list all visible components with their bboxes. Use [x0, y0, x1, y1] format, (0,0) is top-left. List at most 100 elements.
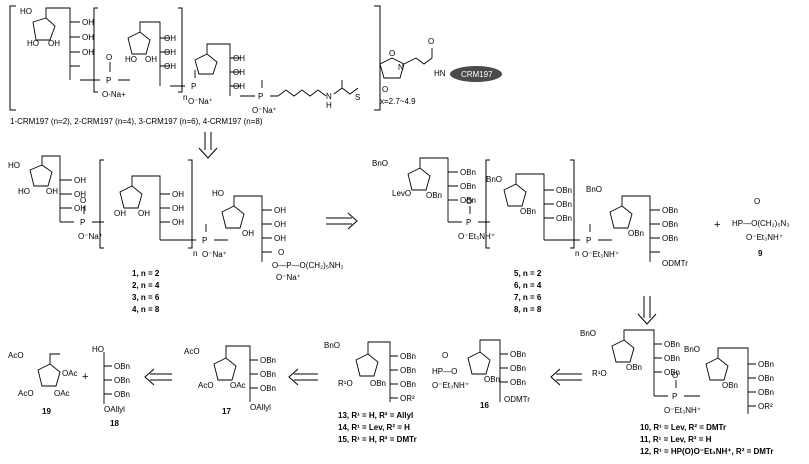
- top-linker-n: N: [326, 92, 332, 101]
- r2l-oh-10: OH: [242, 229, 254, 238]
- c10-p-et3nh: O⁻Et₃NH⁺: [664, 406, 701, 415]
- r2l-list-1: 1, n = 2: [132, 269, 160, 278]
- r2l-oh-11: OH: [274, 206, 286, 215]
- r2l-list-2: 2, n = 4: [132, 281, 160, 290]
- r2r-bno-2: BnO: [486, 175, 502, 184]
- c17-obn-2: OBn: [260, 370, 276, 379]
- r2l-p-o: O: [80, 196, 86, 205]
- r2l-oh-8: OH: [172, 204, 184, 213]
- c18-oallyl: OAllyl: [104, 405, 125, 414]
- top-amide-o: O: [428, 37, 434, 46]
- c10-obn-6: OBn: [758, 360, 774, 369]
- c10-r1o: R¹O: [592, 369, 607, 378]
- top-oh-f: OH: [164, 62, 176, 71]
- top-oh-e: OH: [164, 48, 176, 57]
- top-p-o: O: [106, 53, 112, 62]
- r2r-p: P: [466, 218, 471, 227]
- top-oh-c: OH: [82, 48, 94, 57]
- r2r-obn-8: OBn: [556, 214, 572, 223]
- top-oh-d: OH: [164, 34, 176, 43]
- top-p2-ona: O⁻Na⁺: [188, 97, 213, 106]
- r2r-obn-2: OBn: [460, 168, 476, 177]
- r2l-list-3: 3, n = 6: [132, 293, 160, 302]
- reagent-9-salt: O⁻Et₃NH⁺: [746, 233, 783, 242]
- c18-obn-3: OBn: [114, 390, 130, 399]
- r2r-odmtr: ODMTr: [662, 259, 688, 268]
- c13-r1o: R¹O: [338, 379, 353, 388]
- c10-or2: OR²: [758, 402, 773, 411]
- c16-obn-3: OBn: [510, 364, 526, 373]
- top-succ-o2: O: [382, 85, 388, 94]
- r2l-oh-6: OH: [138, 209, 150, 218]
- crm197-label: CRM197: [461, 70, 493, 79]
- c10-obn-7: OBn: [758, 374, 774, 383]
- top-oh-b: OH: [82, 33, 94, 42]
- c16-obn-4: OBn: [510, 378, 526, 387]
- c10-obn-1: OBn: [626, 363, 642, 372]
- c18-number: 18: [110, 419, 119, 428]
- c19-aco-2: AcO: [18, 389, 34, 398]
- c10-obn-3: OBn: [664, 354, 680, 363]
- c13-list-3: 15, R¹ = H, R² = DMTr: [338, 435, 417, 444]
- r2r-bno-3: BnO: [586, 185, 602, 194]
- top-oh-ring: OH: [48, 39, 60, 48]
- top-n: n: [183, 93, 187, 102]
- c17-number: 17: [222, 407, 231, 416]
- c17-aco-2: AcO: [198, 381, 214, 390]
- c10-obn-4: OBn: [664, 368, 680, 377]
- reagent-9-number: 9: [758, 249, 763, 258]
- c10-obn-8: OBn: [758, 388, 774, 397]
- top-oh-r2a: HO: [125, 55, 137, 64]
- r2l-oh-12: OH: [274, 220, 286, 229]
- repeat-bracket-close: [178, 7, 183, 93]
- c19-oac-1: OAc: [62, 369, 78, 378]
- c10-bno-2: BnO: [684, 345, 700, 354]
- c13-obn-1: OBn: [370, 379, 386, 388]
- top-oh-i: OH: [233, 82, 245, 91]
- r2l-oh-1: OH: [46, 187, 58, 196]
- r2l-oh-9: OH: [172, 218, 184, 227]
- compounds-10-12: BnO R¹O OBn OBn OBn OBn O P O⁻Et₃NH⁺ BnO…: [580, 329, 774, 456]
- c10-list-3: 12, R¹ = HP(O)O⁻Et₃NH⁺, R² = DMTr: [640, 447, 774, 456]
- compounds-1-4: HO HO OH OH OH OH n O P O⁻Na⁺ OH OH OH O…: [8, 155, 344, 314]
- r2l-oh-3: OH: [74, 190, 86, 199]
- r2r-obn-12: OBn: [662, 234, 678, 243]
- c10-p: P: [672, 392, 677, 401]
- r2l-ho-1: HO: [8, 161, 20, 170]
- r2r-n: n: [575, 249, 579, 258]
- retro-arrow-2: [326, 212, 358, 230]
- r2r-bracket-close: [570, 159, 575, 249]
- c19-number: 19: [42, 407, 51, 416]
- c13-obn-2: OBn: [400, 352, 416, 361]
- r2l-oh-4: OH: [74, 204, 86, 213]
- top-p: P: [106, 76, 111, 85]
- c17-oallyl: OAllyl: [250, 403, 271, 412]
- c10-obn-2: OBn: [664, 340, 680, 349]
- c17-obn-3: OBn: [260, 384, 276, 393]
- c13-list-1: 13, R¹ = H, R² = Allyl: [338, 411, 413, 420]
- r2r-obn-10: OBn: [662, 206, 678, 215]
- compound-18: HO OBn OBn OBn OAllyl 18: [92, 345, 130, 428]
- r2l-list-4: 4, n = 8: [132, 305, 160, 314]
- r2r-obn-4: OBn: [460, 196, 476, 205]
- c10-list-2: 11, R¹ = Lev, R² = H: [640, 435, 712, 444]
- r2l-bracket-open: [99, 159, 104, 249]
- r2r-bno-1: BnO: [372, 159, 388, 168]
- r2r-p2-et3nh: O⁻Et₃NH⁺: [582, 250, 619, 259]
- r2l-p: P: [80, 218, 85, 227]
- retro-arrow-6: [550, 368, 582, 386]
- retro-arrow-5: [288, 368, 318, 386]
- top-p-ona: O-Na+: [102, 90, 126, 99]
- c17-obn-1: OBn: [260, 356, 276, 365]
- top-oh-g: OH: [233, 54, 245, 63]
- c16-et3nh: O⁻Et₃NH⁺: [432, 381, 469, 390]
- top-oh-h: OH: [233, 68, 245, 77]
- c13-obn-3: OBn: [400, 366, 416, 375]
- retro-arrow-3: [637, 296, 657, 325]
- r2-plus: +: [714, 219, 720, 231]
- compounds-5-8: BnO LevO OBn OBn OBn OBn O P O⁻Et₃NH⁺ n …: [372, 157, 790, 314]
- c18-ho: HO: [92, 345, 104, 354]
- c13-bno: BnO: [324, 341, 340, 350]
- c16-odmtr: ODMTr: [504, 395, 530, 404]
- top-ho-1: HO: [20, 7, 32, 16]
